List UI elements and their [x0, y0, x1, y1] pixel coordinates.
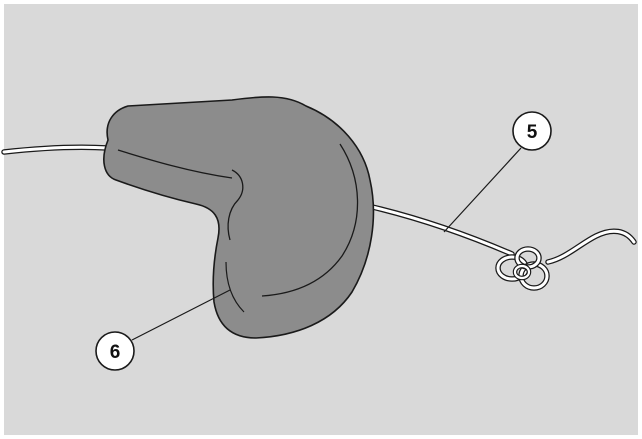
callout-6: 6 — [95, 289, 231, 371]
callout-6-circle — [95, 331, 135, 371]
callout-5-number: 5 — [527, 122, 538, 143]
callout-5: 5 — [443, 111, 552, 233]
earplug-contour-inner — [261, 143, 359, 297]
callout-6-leader — [131, 289, 231, 341]
earplug-contour-upper — [117, 149, 233, 179]
cord-left — [1, 144, 111, 155]
callout-5-leader — [443, 147, 522, 233]
cord-right — [365, 203, 515, 257]
earplug-contour-lower — [225, 261, 245, 313]
earplug — [103, 96, 375, 339]
earplug-contour-crease — [227, 169, 244, 241]
callout-6-number: 6 — [110, 342, 121, 363]
callout-5-circle — [512, 111, 552, 151]
cord-knot — [495, 228, 637, 291]
earplug-body — [103, 96, 375, 339]
